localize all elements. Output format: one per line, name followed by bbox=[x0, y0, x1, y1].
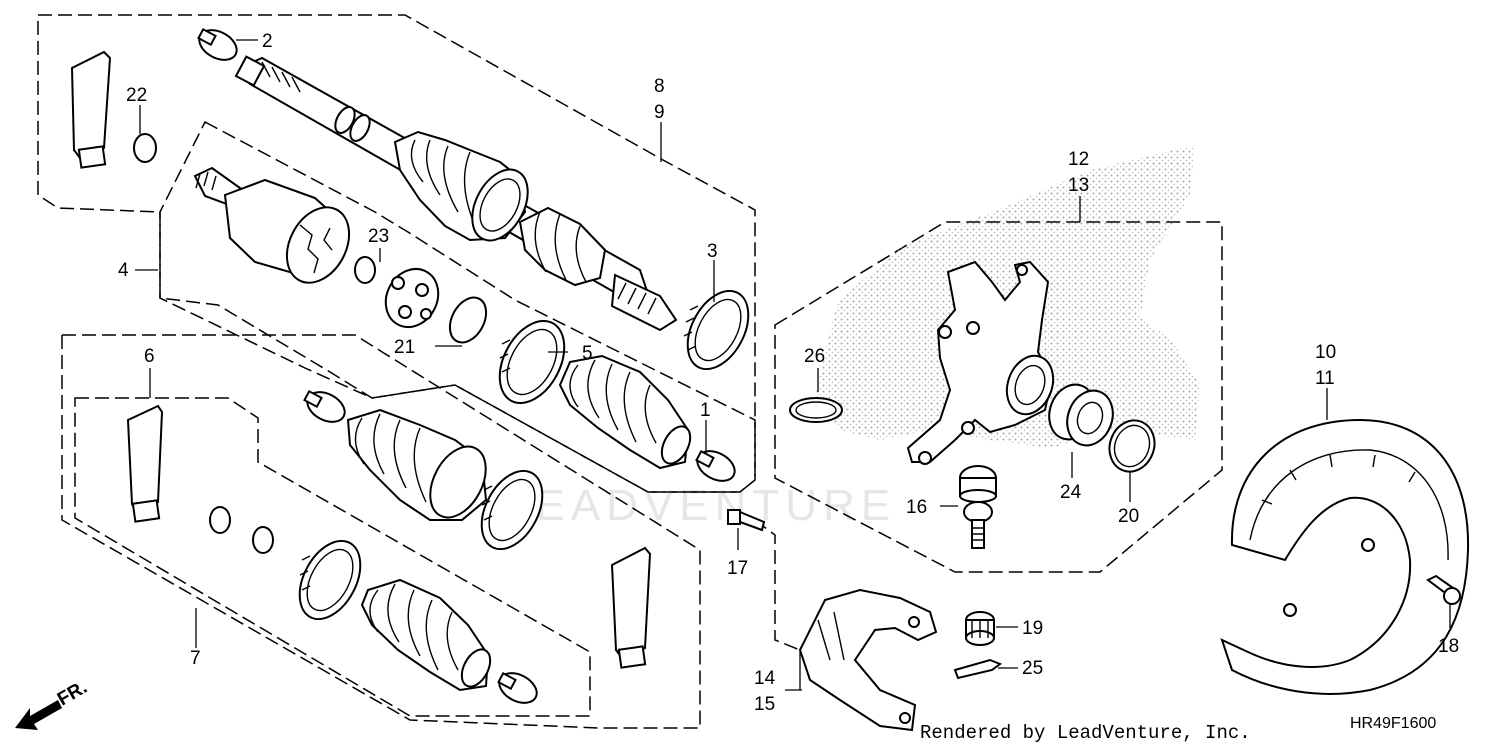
boot-kit-outline bbox=[61, 334, 701, 729]
callout-2: 2 bbox=[262, 31, 273, 52]
boot-kit-outer-boot bbox=[346, 408, 488, 521]
knuckle-bracket bbox=[798, 588, 938, 732]
callout-17: 17 bbox=[727, 558, 748, 579]
boot-kit-clamp-end bbox=[497, 671, 538, 704]
disc-shield bbox=[1220, 418, 1470, 695]
kit-snap-ring-b bbox=[252, 526, 274, 554]
axle-assembly-outline bbox=[37, 14, 756, 493]
grease-tube-top bbox=[70, 50, 112, 169]
watermark-text: LEADVENTURE bbox=[505, 481, 896, 530]
callout-26: 26 bbox=[804, 346, 825, 367]
callout-10: 10 bbox=[1315, 342, 1336, 363]
callout-16: 16 bbox=[906, 497, 927, 518]
front-direction-arrow bbox=[15, 700, 62, 730]
boot-set-outline bbox=[74, 397, 591, 717]
steering-knuckle bbox=[906, 260, 1055, 465]
ball-joint-16 bbox=[959, 465, 997, 549]
cotter-pin-25 bbox=[953, 658, 1003, 680]
callout-3: 3 bbox=[707, 241, 718, 262]
callout-8: 8 bbox=[654, 76, 665, 97]
callout-18: 18 bbox=[1438, 636, 1459, 657]
callout-13: 13 bbox=[1068, 175, 1089, 196]
boot-band-3 bbox=[683, 289, 750, 371]
wheel-bearing-24 bbox=[1048, 383, 1114, 447]
callout-labels: 2 22 8 9 3 4 23 21 5 1 6 7 12 13 26 10 1… bbox=[118, 31, 1459, 715]
kit-snap-ring-a bbox=[209, 506, 231, 534]
boot-kit-band-inner bbox=[298, 539, 362, 621]
bolt-18 bbox=[1426, 574, 1461, 605]
circlip-23 bbox=[354, 256, 376, 284]
callout-5: 5 bbox=[582, 343, 593, 364]
inner-joint-housing bbox=[193, 166, 351, 284]
callout-1: 1 bbox=[700, 400, 711, 421]
callout-7: 7 bbox=[190, 648, 201, 669]
boot-kit-clamp-small bbox=[303, 389, 346, 423]
castle-nut-19 bbox=[965, 611, 995, 646]
diagram-code: HR49F1600 bbox=[1350, 715, 1436, 732]
bearing-cage bbox=[384, 268, 440, 328]
callout-6: 6 bbox=[144, 346, 155, 367]
callout-4: 4 bbox=[118, 260, 129, 281]
callout-25: 25 bbox=[1022, 658, 1043, 679]
callout-19: 19 bbox=[1022, 618, 1043, 639]
callout-21: 21 bbox=[394, 337, 415, 358]
callout-20: 20 bbox=[1118, 506, 1139, 527]
inner-boot bbox=[558, 354, 692, 470]
callout-24: 24 bbox=[1060, 482, 1082, 503]
callout-12: 12 bbox=[1068, 149, 1089, 170]
boot-clamp-2 bbox=[197, 27, 238, 61]
bolt-17 bbox=[727, 509, 766, 532]
leader-lines bbox=[135, 39, 1451, 691]
drive-shaft bbox=[234, 55, 678, 332]
callout-14: 14 bbox=[754, 668, 776, 689]
snap-ring-22 bbox=[133, 133, 157, 163]
render-credit: Rendered by LeadVenture, Inc. bbox=[920, 722, 1251, 744]
callout-11: 11 bbox=[1315, 368, 1335, 389]
boot-kit-inner-boot bbox=[360, 578, 492, 692]
circlip-26 bbox=[789, 397, 843, 423]
circlip-20 bbox=[1108, 419, 1156, 473]
spindle-bracket-outline bbox=[754, 519, 801, 651]
boot-clamp-1 bbox=[695, 449, 736, 482]
callout-22: 22 bbox=[126, 85, 147, 106]
callout-23: 23 bbox=[368, 226, 389, 247]
boot-kit-band-large bbox=[480, 469, 544, 551]
snap-ring-21 bbox=[448, 296, 488, 344]
inner-joint-outline bbox=[159, 120, 756, 493]
grease-tube-kit bbox=[126, 404, 164, 523]
grease-tube-right bbox=[610, 546, 652, 669]
boot-band-5 bbox=[498, 319, 566, 405]
callout-15: 15 bbox=[754, 694, 775, 715]
callout-9: 9 bbox=[654, 102, 665, 123]
